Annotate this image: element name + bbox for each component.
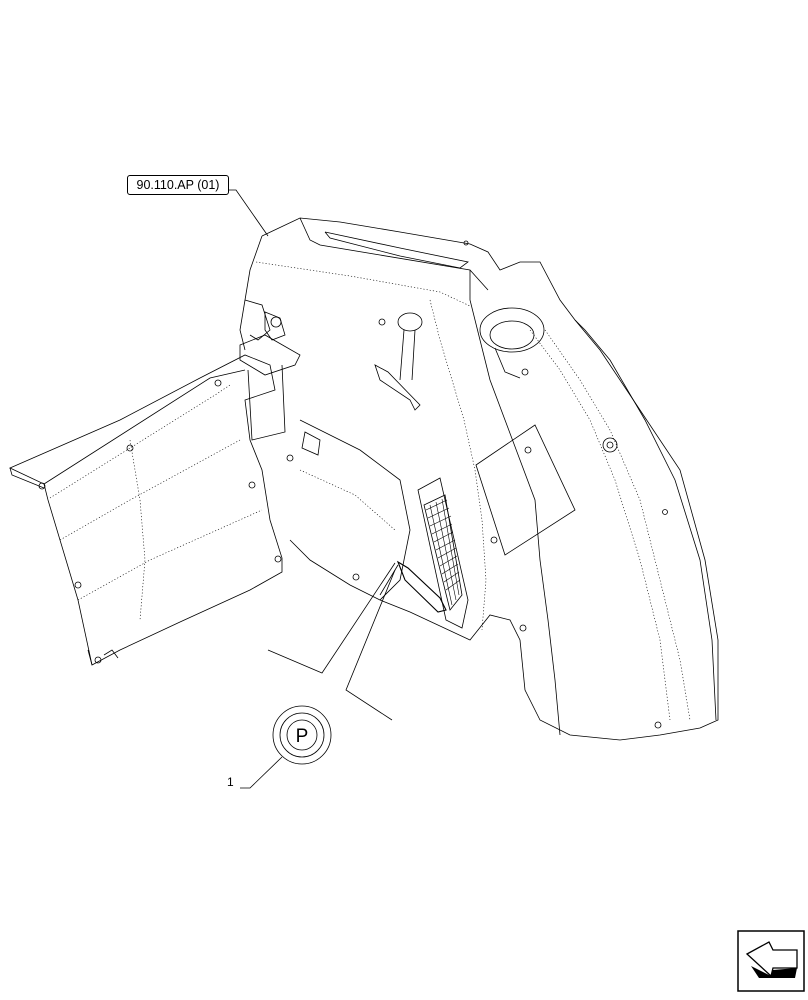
reference-leader-line bbox=[229, 189, 269, 237]
callout-1-leader bbox=[240, 756, 283, 789]
callout-number-1: 1 bbox=[227, 775, 234, 789]
fender-console-panel bbox=[239, 217, 719, 741]
leader-line-upper bbox=[267, 562, 396, 674]
parking-brake-lever bbox=[379, 560, 447, 613]
reference-link-box[interactable]: 90.110.AP (01) bbox=[127, 175, 229, 195]
speaker-grille bbox=[417, 477, 469, 629]
leader-line-lower bbox=[345, 569, 396, 721]
switch-symbol-letter: P bbox=[296, 726, 309, 747]
storage-tray bbox=[9, 334, 301, 666]
parking-brake-switch-icon bbox=[272, 705, 332, 765]
next-page-arrow-icon[interactable] bbox=[737, 930, 805, 992]
